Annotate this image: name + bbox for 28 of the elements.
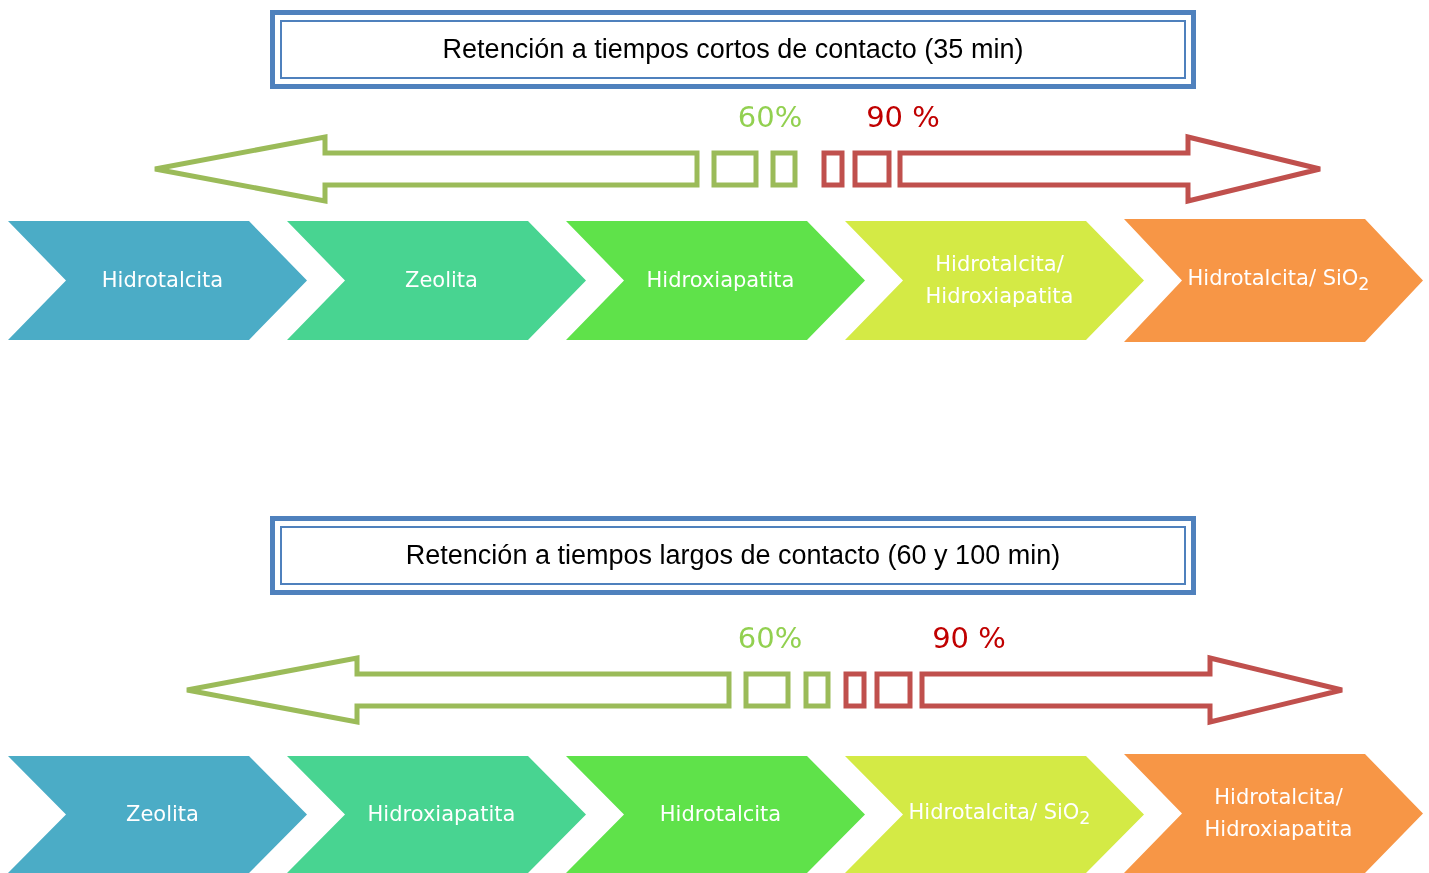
step-label: Hidrotalcita bbox=[101, 266, 224, 294]
percentage-label: 90 % bbox=[932, 621, 1006, 655]
step-label: Hidrotalcita bbox=[659, 800, 782, 828]
title-box bbox=[270, 10, 1196, 89]
step-label: Hidroxiapatita bbox=[367, 800, 516, 828]
chevron-step bbox=[287, 756, 586, 873]
chevron-step bbox=[1124, 754, 1423, 873]
title-text: Retención a tiempos largos de contacto (60 y 100 min) bbox=[405, 540, 1061, 571]
chevron-step bbox=[845, 221, 1144, 340]
chevron-step bbox=[8, 221, 307, 340]
step-label: Hidrotalcita/ SiO$_{2}$ bbox=[908, 799, 1091, 831]
chevron-step bbox=[287, 221, 586, 340]
step-label: Hidrotalcita/ Hidroxiapatita bbox=[924, 251, 1075, 310]
chevron-step bbox=[1124, 219, 1423, 342]
chevron-step bbox=[566, 221, 865, 340]
title-box bbox=[270, 516, 1196, 595]
percentage-label: 90 % bbox=[866, 100, 940, 134]
step-label: Hidrotalcita/ Hidroxiapatita bbox=[1203, 784, 1354, 843]
step-label: Zeolita bbox=[405, 266, 478, 294]
step-label: Zeolita bbox=[126, 800, 199, 828]
percentage-label: 60% bbox=[737, 100, 803, 134]
percentage-label: 60% bbox=[737, 621, 803, 655]
chevron-step bbox=[566, 756, 865, 873]
step-label: Hidrotalcita/ SiO$_{2}$ bbox=[1187, 265, 1370, 297]
title-text: Retención a tiempos cortos de contacto (35 min) bbox=[442, 34, 1024, 65]
chevron-step bbox=[845, 756, 1144, 873]
step-label: Hidroxiapatita bbox=[646, 266, 795, 294]
chevron-step bbox=[8, 756, 307, 873]
